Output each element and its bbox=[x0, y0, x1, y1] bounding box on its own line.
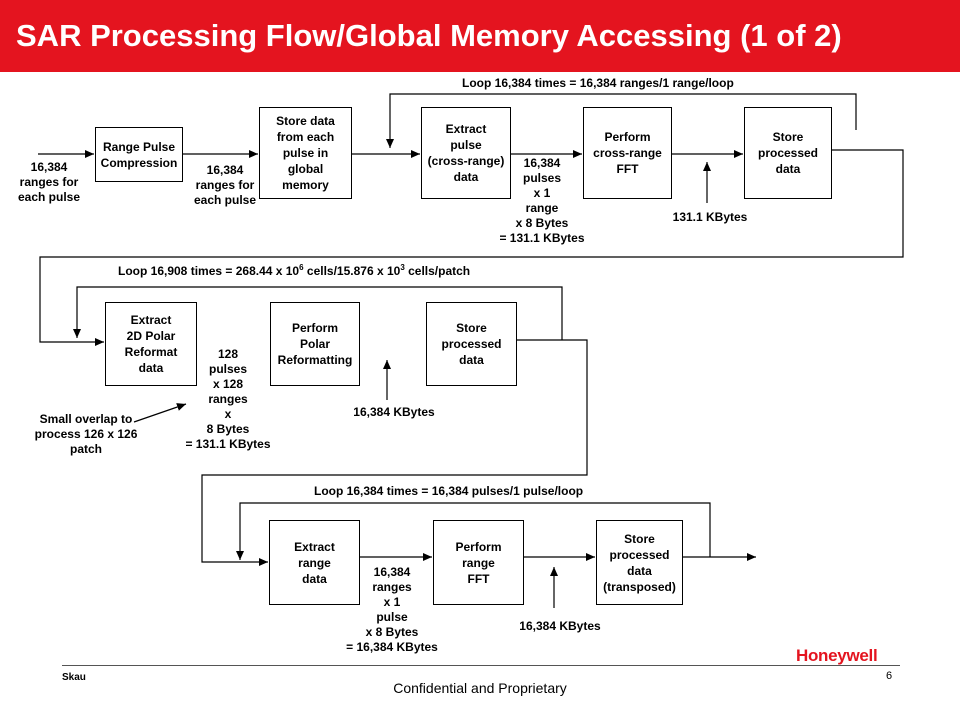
range-pulse-compression-box: Range Pulse Compression bbox=[95, 127, 183, 182]
confidential-notice: Confidential and Proprietary bbox=[393, 680, 567, 696]
connector-row2-to-row3 bbox=[201, 339, 588, 566]
transfer-label-row1: 16,384 pulses x 1 range x 8 Bytes = 131.… bbox=[499, 156, 585, 245]
extract-cross-range-box: Extract pulse (cross-range) data bbox=[421, 107, 511, 199]
store-processed-text-row2: Store processed data bbox=[441, 321, 502, 367]
loop-label-row2: Loop 16,908 times = 268.44 x 106 cells/1… bbox=[118, 263, 470, 278]
extract-polar-reformat-text: Extract 2D Polar Reformat data bbox=[124, 313, 178, 375]
store-processed-transposed-box: Store processed data (transposed) bbox=[596, 520, 683, 605]
extract-polar-reformat-box: Extract 2D Polar Reformat data bbox=[105, 302, 197, 386]
range-fft-text: Perform range FFT bbox=[455, 539, 502, 586]
loop-line-row3 bbox=[236, 502, 711, 560]
page-number: 6 bbox=[886, 670, 893, 682]
loop-label-row2-part-a: Loop 16,908 times = 268.44 x 10 bbox=[118, 264, 300, 278]
extract-cross-range-text: Extract pulse (cross-range) data bbox=[427, 122, 505, 184]
loop-label-row2-exponent-a: 6 bbox=[299, 263, 304, 272]
store-global-memory-text: Store data from each pulse in global mem… bbox=[276, 114, 335, 192]
arrow-overlap-pointer bbox=[133, 403, 187, 423]
store-processed-box-row1: Store processed data bbox=[744, 107, 832, 199]
between-label: 16,384 ranges for each pulse bbox=[193, 163, 257, 207]
memory-label-row1: 131.1 KBytes bbox=[672, 210, 748, 224]
loop-line-row2 bbox=[73, 286, 563, 340]
loop-label-row2-part-b: cells/15.876 x 10 bbox=[303, 264, 401, 278]
title-bar: SAR Processing Flow/Global Memory Access… bbox=[0, 0, 960, 72]
honeywell-logo: Honeywell bbox=[796, 646, 878, 665]
cross-range-fft-text: Perform cross-range FFT bbox=[593, 130, 662, 176]
loop-label-row2-part-c: cells/patch bbox=[404, 264, 471, 278]
loop-label-row2-exponent-b: 3 bbox=[400, 263, 405, 272]
connector-row1-to-row2 bbox=[39, 149, 904, 346]
store-processed-transposed-text: Store processed data (transposed) bbox=[603, 531, 676, 594]
overlap-label: Small overlap to process 126 x 126 patch bbox=[34, 412, 138, 456]
loop-label-row3: Loop 16,384 times = 16,384 pulses/1 puls… bbox=[314, 484, 584, 498]
polar-reformatting-box: Perform Polar Reformatting bbox=[270, 302, 360, 386]
transfer-label-row3: 16,384 ranges x 1 pulse x 8 Bytes = 16,3… bbox=[346, 565, 438, 654]
footer-author: Skau bbox=[62, 672, 86, 683]
memory-label-row3: 16,384 KBytes bbox=[519, 619, 601, 633]
cross-range-fft-box: Perform cross-range FFT bbox=[583, 107, 672, 199]
store-global-memory-box: Store data from each pulse in global mem… bbox=[259, 107, 352, 199]
polar-reformatting-text: Perform Polar Reformatting bbox=[277, 321, 353, 367]
loop-line-row1 bbox=[386, 93, 857, 148]
loop-label-row1: Loop 16,384 times = 16,384 ranges/1 rang… bbox=[462, 76, 734, 90]
store-processed-box-row2: Store processed data bbox=[426, 302, 517, 386]
extract-range-text: Extract range data bbox=[294, 539, 335, 586]
range-pulse-compression-text: Range Pulse Compression bbox=[100, 139, 178, 170]
page-title: SAR Processing Flow/Global Memory Access… bbox=[16, 18, 842, 53]
range-fft-box: Perform range FFT bbox=[433, 520, 524, 605]
transfer-label-row2: 128 pulses x 128 ranges x 8 Bytes = 131.… bbox=[185, 347, 271, 451]
memory-label-row2: 16,384 KBytes bbox=[353, 405, 435, 419]
input-label: 16,384 ranges for each pulse bbox=[17, 160, 81, 204]
store-processed-text-row1: Store processed data bbox=[757, 130, 819, 176]
extract-range-box: Extract range data bbox=[269, 520, 360, 605]
footer-divider bbox=[62, 665, 900, 666]
